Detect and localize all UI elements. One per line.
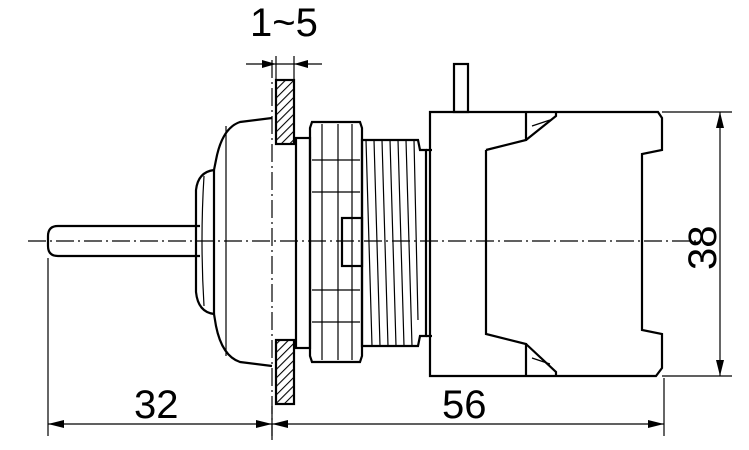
- front-length-dimension: 32: [47, 258, 273, 436]
- height-dimension: 38: [662, 111, 732, 377]
- rear-length-dimension: 56: [272, 378, 665, 436]
- rear-length-label: 56: [442, 383, 487, 427]
- front-bezel: [194, 116, 273, 368]
- shaft: [46, 224, 200, 258]
- panel-thickness-dimension: 1~5: [246, 1, 322, 80]
- locking-ring: [294, 120, 364, 364]
- contact-block: [428, 62, 664, 378]
- mounting-panel: [274, 78, 296, 406]
- height-label: 38: [681, 226, 725, 271]
- threaded-body: [360, 138, 432, 348]
- front-length-label: 32: [134, 383, 179, 427]
- panel-thickness-label: 1~5: [250, 1, 318, 45]
